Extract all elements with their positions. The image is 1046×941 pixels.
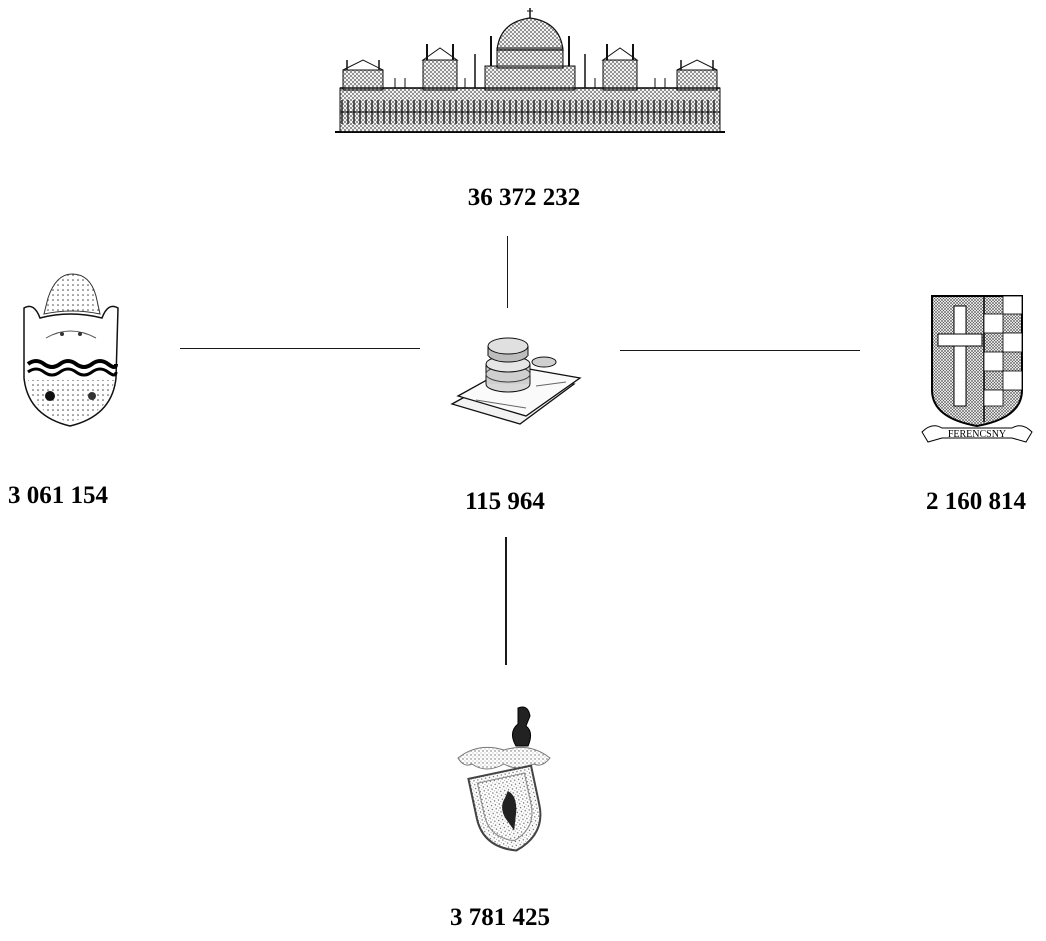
coins-and-banknotes-icon xyxy=(450,337,582,425)
coat-of-arms-cross-checkered-icon: FERENCSNY xyxy=(921,295,1033,443)
link-center-top xyxy=(507,236,508,308)
parliament-building-icon xyxy=(335,8,725,133)
right-arms-motto: FERENCSNY xyxy=(948,429,1006,440)
link-center-left xyxy=(180,348,420,349)
right-arms-node: FERENCSNY xyxy=(918,294,1036,450)
coat-of-arms-bird-shield-icon xyxy=(457,706,551,852)
bottom-arms-value: 3 781 425 xyxy=(450,904,550,931)
link-center-right xyxy=(620,350,860,351)
bottom-arms-node xyxy=(438,702,568,858)
right-arms-value: 2 160 814 xyxy=(926,488,1026,515)
parliament-node xyxy=(335,8,725,138)
left-arms-value: 3 061 154 xyxy=(8,482,108,509)
link-center-bottom xyxy=(505,537,507,665)
parliament-value: 36 372 232 xyxy=(467,184,581,211)
coat-of-arms-shield-icon xyxy=(23,273,119,427)
left-arms-node xyxy=(16,268,124,430)
money-value: 115 964 xyxy=(465,488,545,515)
money-node xyxy=(446,324,586,430)
